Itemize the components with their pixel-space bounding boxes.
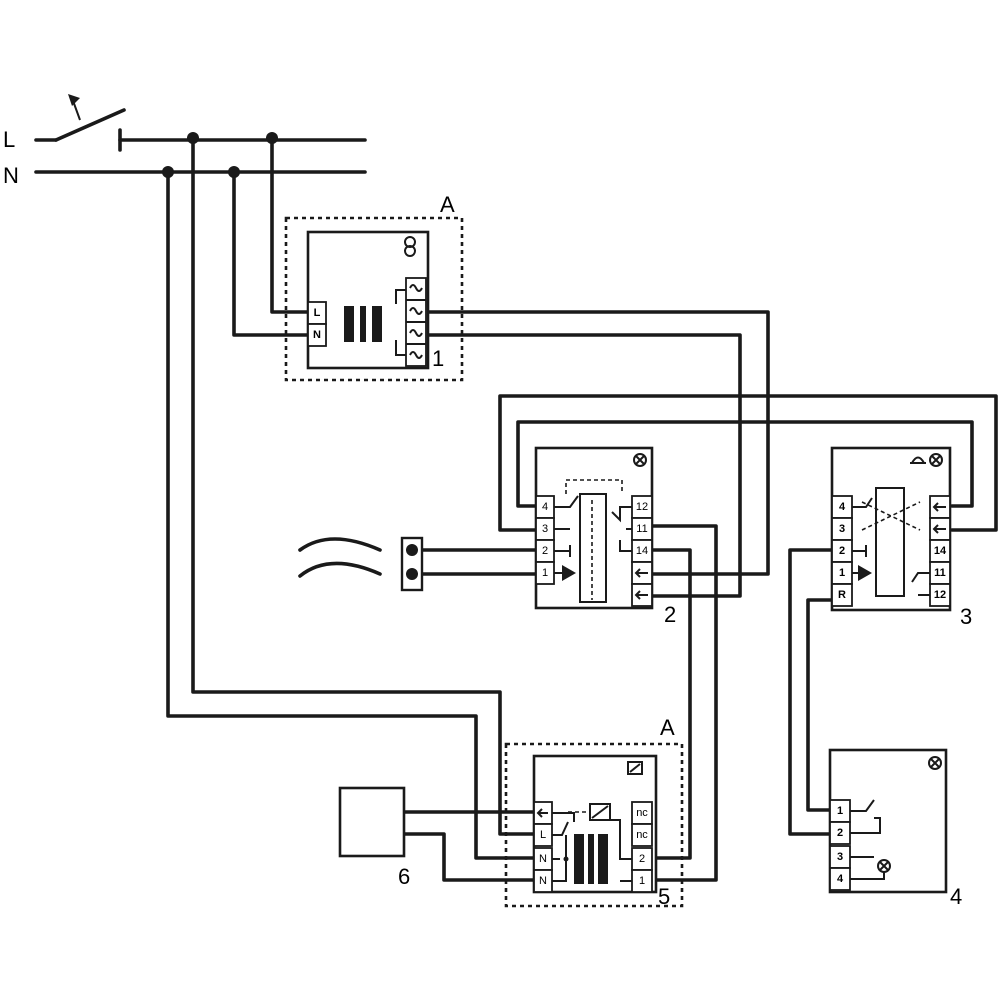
terminal-label: 2	[542, 545, 548, 557]
buzzer-lamp-icon	[910, 453, 943, 467]
terminal-label: 11	[636, 523, 647, 535]
junction-dot	[266, 132, 278, 144]
device-number: 5	[658, 884, 670, 909]
door-opener-relay-device-5: A L N N nc nc 2 1 5	[504, 715, 684, 909]
main-switch	[34, 94, 126, 152]
floor-pushbutton-device-4: 1 2 3 4 4	[828, 748, 962, 909]
lamp-icon	[633, 453, 647, 467]
device-number: 2	[664, 602, 676, 627]
junction-dot	[187, 132, 199, 144]
terminal-label: 12	[934, 589, 946, 601]
terminal-label: N	[539, 853, 547, 865]
terminal-label: 3	[837, 851, 843, 863]
device-number: 1	[432, 346, 444, 371]
terminal-label: 14	[636, 545, 648, 557]
transformer-icon	[404, 236, 416, 257]
terminal-label: nc	[636, 807, 648, 819]
terminal-label: R	[838, 589, 846, 601]
terminal-label: 4	[839, 501, 846, 513]
terminal-label: 14	[934, 545, 947, 557]
terminal-label: 2	[837, 827, 843, 839]
terminal-label: 4	[837, 873, 844, 885]
terminal-label: nc	[636, 829, 648, 841]
indoor-station-device-3: 4 3 2 1 R 14 11 12 3	[830, 446, 972, 629]
terminal-label: 4	[542, 501, 548, 513]
lamp-icon	[928, 756, 942, 770]
terminal-label: 1	[639, 875, 645, 887]
dashed-enclosure	[504, 742, 684, 908]
terminal-label: 3	[542, 523, 548, 535]
terminal-label: 1	[542, 567, 548, 579]
transformer-device: A L N 1	[284, 192, 464, 382]
terminal-label: 1	[837, 805, 843, 817]
pushbutton	[400, 536, 424, 592]
terminal-label: 11	[934, 567, 946, 579]
enclosure-tag: A	[440, 192, 455, 217]
terminal-label: 1	[839, 567, 845, 579]
terminal-label: 2	[839, 545, 845, 557]
terminal-label: N	[313, 329, 321, 341]
neutral-label: N	[3, 163, 19, 188]
device-number: 4	[950, 884, 962, 909]
wiring	[166, 138, 998, 882]
line-label: L	[3, 127, 15, 152]
door-station-device-2: 4 3 2 1 12 11 14 2	[534, 446, 676, 627]
terminal-label: L	[540, 829, 546, 841]
terminal-label: 12	[636, 501, 648, 513]
enclosure-tag: A	[660, 715, 675, 740]
relay-icon	[627, 761, 643, 775]
terminal-label: 3	[839, 523, 845, 535]
door-opener-device-6: 6	[338, 786, 410, 889]
device-number: 3	[960, 604, 972, 629]
terminal-label: L	[314, 307, 321, 319]
dashed-enclosure	[284, 216, 464, 382]
device-number: 6	[398, 864, 410, 889]
terminal-label: 2	[639, 853, 645, 865]
terminal-label: N	[539, 875, 547, 887]
